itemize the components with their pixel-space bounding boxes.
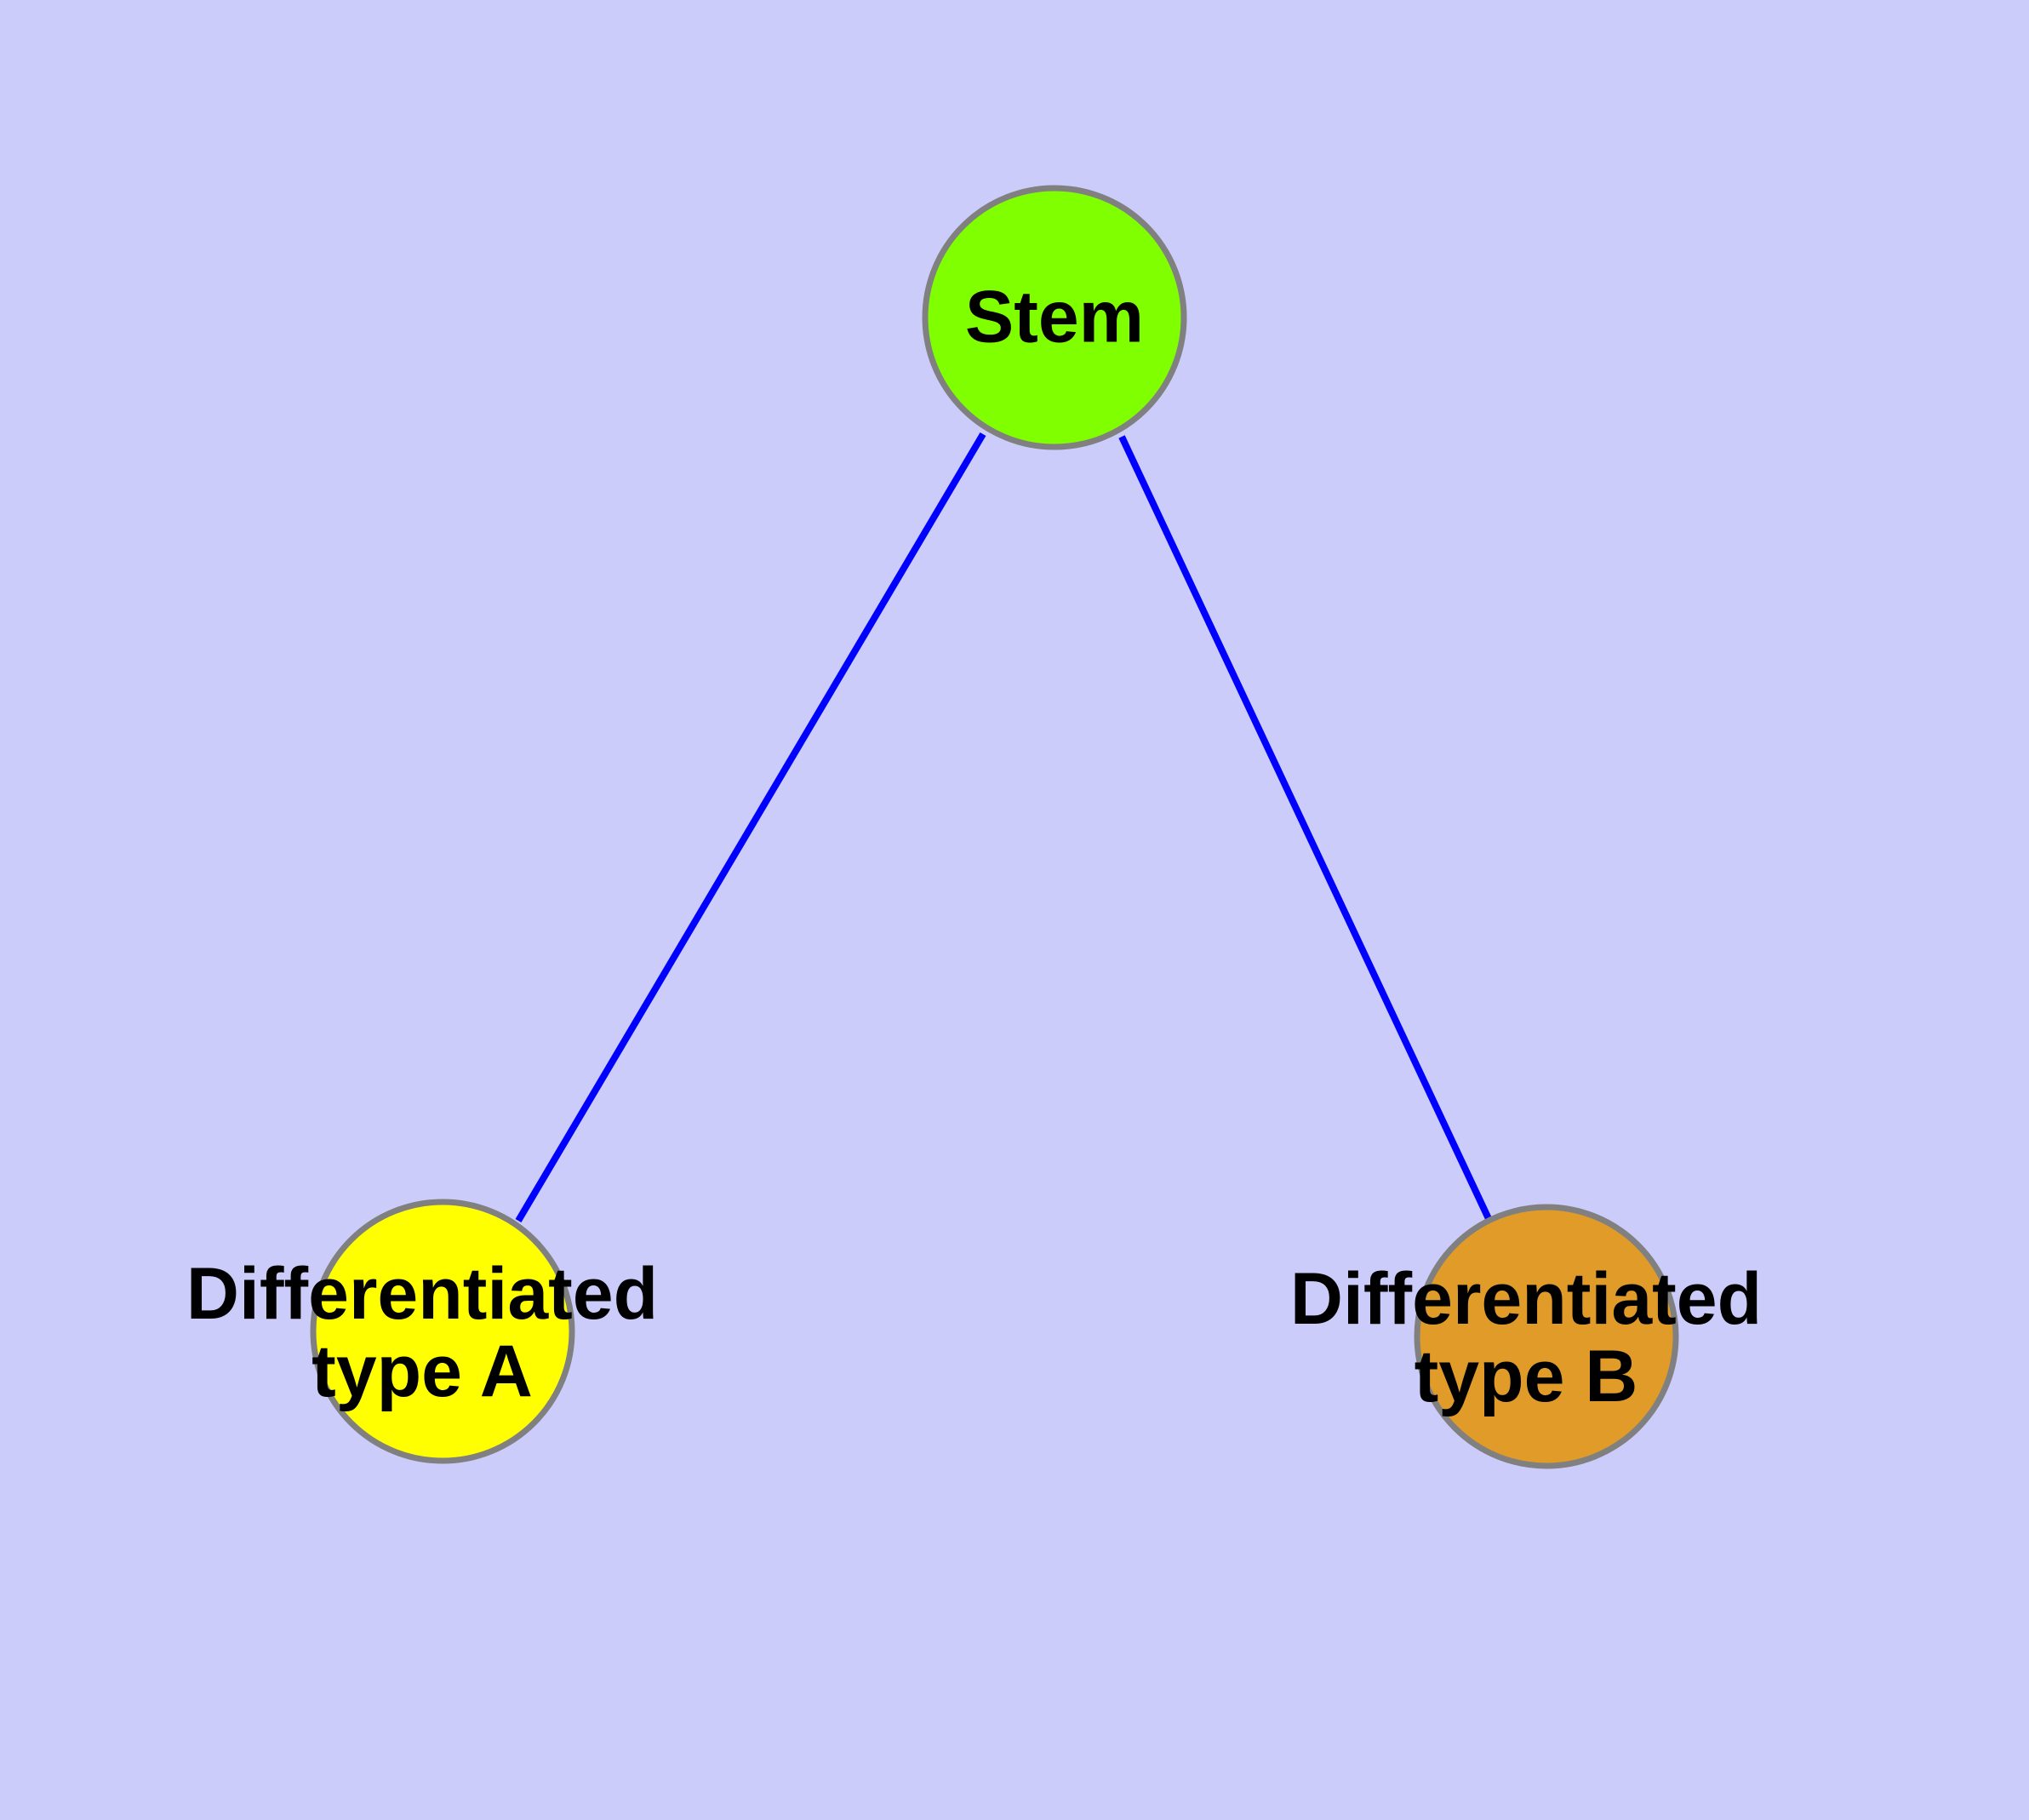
- node-differentiated-type-a[interactable]: [310, 1199, 575, 1464]
- node-stem[interactable]: [922, 185, 1187, 450]
- node-differentiated-type-b[interactable]: [1414, 1204, 1679, 1469]
- edge-stem-to-diff-b: [1118, 435, 1495, 1226]
- edge-stem-to-diff-a: [515, 432, 986, 1223]
